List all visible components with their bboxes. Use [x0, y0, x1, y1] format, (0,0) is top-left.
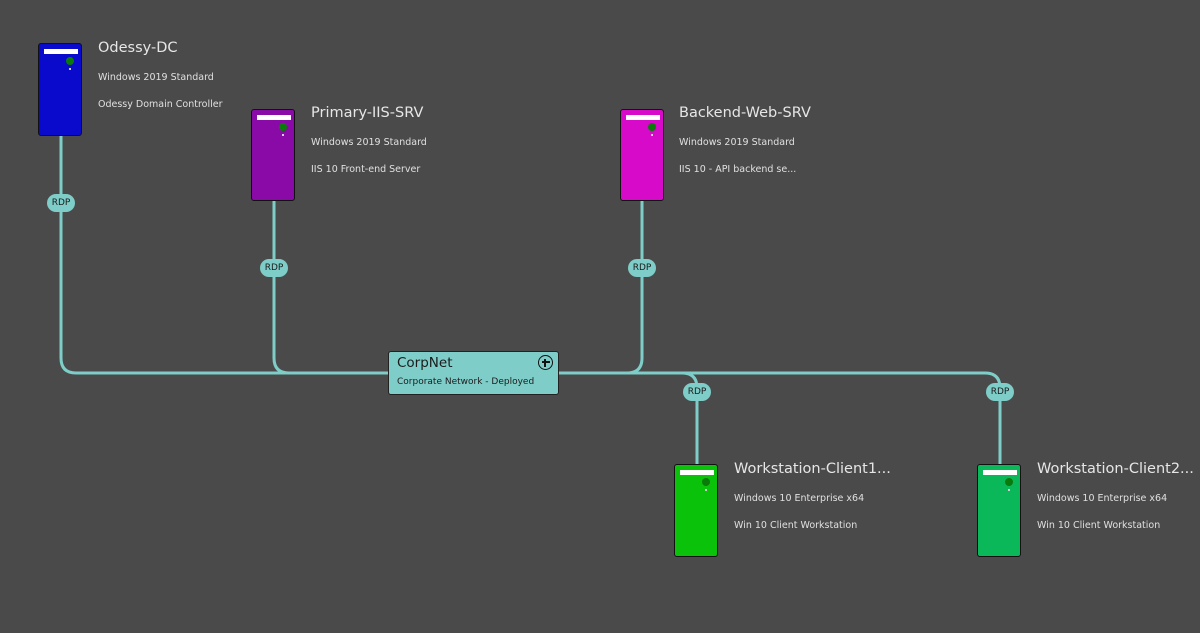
machine-os: Windows 10 Enterprise x64: [1037, 493, 1168, 504]
machine-description: IIS 10 - API backend se...: [679, 164, 797, 175]
machine-title[interactable]: Backend-Web-SRV: [679, 105, 811, 121]
rdp-connection-badge[interactable]: RDP: [47, 194, 75, 212]
activity-led-icon: [705, 489, 707, 491]
machine-description: Win 10 Client Workstation: [734, 520, 858, 531]
machine-description: IIS 10 Front-end Server: [311, 164, 421, 175]
activity-led-icon: [282, 134, 284, 136]
status-led-icon: [279, 123, 287, 131]
network-node-corpnet[interactable]: CorpNet Corporate Network - Deployed: [388, 351, 559, 395]
machine-os: Windows 2019 Standard: [98, 72, 214, 83]
link-primary-iis-srv: [272, 198, 392, 375]
rdp-connection-badge[interactable]: RDP: [683, 383, 711, 401]
machine-os: Windows 2019 Standard: [679, 137, 795, 148]
link-backend-web-srv: [556, 198, 644, 375]
server-slot: [257, 115, 291, 120]
rdp-connection-badge[interactable]: RDP: [628, 259, 656, 277]
link-workstation-client2: [556, 371, 1002, 468]
server-slot: [983, 470, 1017, 475]
machine-description: Win 10 Client Workstation: [1037, 520, 1161, 531]
machine-title[interactable]: Workstation-Client1...: [734, 461, 891, 477]
server-icon[interactable]: [251, 109, 295, 201]
server-icon[interactable]: [620, 109, 664, 201]
machine-description: Odessy Domain Controller: [98, 99, 223, 110]
server-slot: [626, 115, 660, 120]
server-icon[interactable]: [674, 464, 718, 557]
server-slot: [44, 49, 78, 54]
activity-led-icon: [1008, 489, 1010, 491]
activity-led-icon: [651, 134, 653, 136]
link-workstation-client1: [556, 371, 699, 468]
machine-os: Windows 2019 Standard: [311, 137, 427, 148]
rdp-connection-badge[interactable]: RDP: [260, 259, 288, 277]
rdp-connection-badge[interactable]: RDP: [986, 383, 1014, 401]
machine-title[interactable]: Odessy-DC: [98, 40, 178, 56]
link-odessy-dc: [59, 133, 392, 375]
server-icon[interactable]: [38, 43, 82, 136]
plus-circle-icon[interactable]: [538, 355, 553, 370]
machine-os: Windows 10 Enterprise x64: [734, 493, 865, 504]
status-led-icon: [648, 123, 656, 131]
activity-led-icon: [69, 68, 71, 70]
network-title: CorpNet: [397, 355, 453, 371]
status-led-icon: [702, 478, 710, 486]
server-icon[interactable]: [977, 464, 1021, 557]
network-status: Corporate Network - Deployed: [397, 377, 535, 387]
machine-title[interactable]: Workstation-Client2...: [1037, 461, 1194, 477]
status-led-icon: [66, 57, 74, 65]
status-led-icon: [1005, 478, 1013, 486]
server-slot: [680, 470, 714, 475]
machine-title[interactable]: Primary-IIS-SRV: [311, 105, 424, 121]
